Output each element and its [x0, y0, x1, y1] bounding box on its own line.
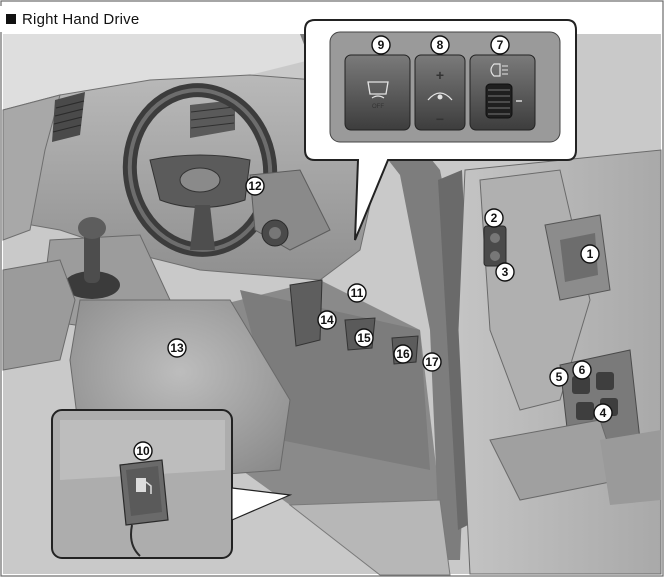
svg-text:14: 14: [320, 313, 334, 327]
callout-15: 15: [354, 328, 374, 348]
callout-12: 12: [245, 176, 265, 196]
callout-13: 13: [167, 338, 187, 358]
callout-10: 10: [133, 441, 153, 461]
callout-2: 2: [484, 208, 504, 228]
callout-3: 3: [495, 262, 515, 282]
svg-text:10: 10: [136, 444, 150, 458]
callout-6: 6: [572, 360, 592, 380]
callout-5: 5: [549, 367, 569, 387]
leveling-dial: [485, 83, 513, 119]
brightness-plus-label: +: [436, 67, 444, 83]
callout-14: 14: [317, 310, 337, 330]
svg-text:5: 5: [556, 370, 563, 384]
callout-16: 16: [393, 344, 413, 364]
callout-4: 4: [593, 403, 613, 423]
svg-text:11: 11: [351, 286, 364, 300]
svg-text:2: 2: [491, 211, 498, 225]
switch-panel-inset: OFF + −: [304, 19, 577, 241]
bullet-square-icon: [6, 14, 16, 24]
svg-text:17: 17: [425, 355, 439, 369]
svg-text:8: 8: [437, 38, 444, 52]
callout-1: 1: [580, 244, 600, 264]
svg-text:12: 12: [248, 179, 262, 193]
svg-text:16: 16: [396, 347, 410, 361]
callout-7: 7: [490, 35, 510, 55]
callout-9: 9: [371, 35, 391, 55]
brightness-minus-label: −: [436, 111, 444, 127]
svg-text:3: 3: [502, 265, 509, 279]
svg-text:7: 7: [497, 38, 504, 52]
callout-17: 17: [422, 352, 442, 372]
esc-off-label: OFF: [372, 104, 384, 110]
fuel-door-inset: [51, 409, 293, 559]
headlamp-leveling-icon: [490, 63, 508, 77]
svg-text:9: 9: [378, 38, 385, 52]
svg-text:15: 15: [357, 331, 371, 345]
svg-text:6: 6: [579, 363, 586, 377]
callout-8: 8: [430, 35, 450, 55]
svg-text:1: 1: [587, 247, 594, 261]
section-title: Right Hand Drive: [22, 10, 140, 28]
esc-off-icon: [367, 81, 389, 99]
svg-text:13: 13: [170, 341, 184, 355]
svg-text:4: 4: [600, 406, 607, 420]
callout-11: 11: [347, 283, 367, 303]
callout-markers: 1 2 3 4 5 6 7: [133, 35, 613, 461]
dashboard-illumination-icon: [427, 92, 453, 101]
fuel-pump-icon: [136, 478, 152, 494]
section-header: Right Hand Drive: [0, 6, 168, 32]
